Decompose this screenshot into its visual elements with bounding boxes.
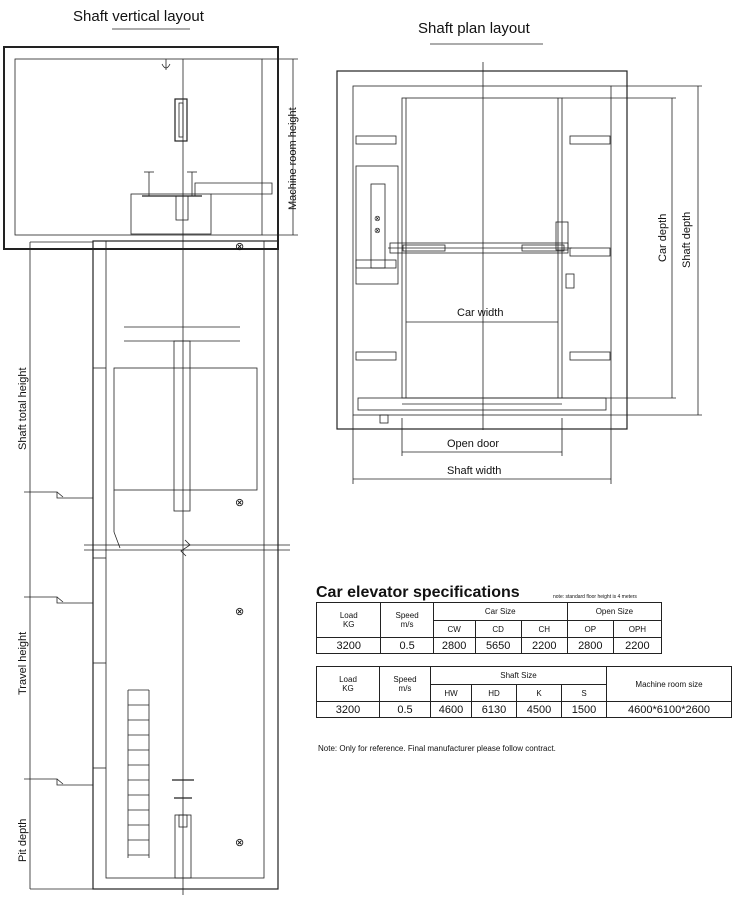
shaft-light-icon: ⊗: [235, 837, 244, 849]
landing-floor-3-break: [56, 778, 64, 785]
shaft-light-icon: ⊗: [235, 241, 244, 253]
ch-value: 2200: [520, 637, 568, 654]
oph-header: OPH: [612, 620, 663, 638]
cw-header: CW: [432, 620, 476, 638]
machine-base: [130, 193, 212, 235]
shaft-load-label: Load: [339, 675, 357, 684]
pit-depth-label: Pit depth: [17, 819, 29, 862]
spec-note-floor-height: note: standard floor height is 4 meters: [553, 594, 637, 600]
car-width-label: Car width: [457, 307, 503, 319]
s-header: S: [561, 684, 607, 702]
shaft-light-icon: ⊗: [235, 497, 244, 509]
vertical-layout-title: Shaft vertical layout: [73, 8, 205, 25]
rail-bracket-right: [569, 135, 611, 361]
plan-inner-wall: [352, 85, 612, 416]
plan-layout-diagram: Shaft plan layout ⊗ ⊗: [336, 20, 702, 484]
shaft-speed-label: Speed: [393, 675, 417, 684]
hw-value: 4600: [430, 701, 472, 718]
shaft-total-height-label: Shaft total height: [17, 367, 29, 450]
shaft-speed-value: 0.5: [379, 701, 431, 718]
oph-value: 2200: [612, 637, 663, 654]
travel-height-label: Travel height: [17, 632, 29, 695]
landing-floor-1-break: [56, 491, 64, 498]
shaft-load-value: 3200: [316, 701, 380, 718]
shaft-light-icon: ⊗: [235, 606, 244, 618]
shaft-inner-wall: [105, 240, 265, 879]
cw-value: 2800: [432, 637, 476, 654]
plan-sill-block: [379, 414, 389, 424]
load-unit: KG: [342, 620, 355, 629]
landing-floor-3: [24, 778, 93, 786]
machine-room-size-header: Machine room size: [606, 666, 732, 702]
pit-buffer-head: [178, 814, 188, 828]
shaft-width-label: Shaft width: [447, 465, 501, 477]
load-label: Load: [339, 611, 358, 620]
shaft-outer-wall: [92, 240, 279, 890]
op-value: 2800: [566, 637, 614, 654]
car-size-header: Car Size: [432, 602, 568, 621]
plan-left-counterweight-frame: [355, 165, 399, 285]
plan-counterweight-block: [402, 244, 446, 252]
spec-title: Car elevator specifications: [316, 584, 520, 601]
plan-layout-title: Shaft plan layout: [418, 20, 531, 37]
shaft-specs-table: Load KG Speed m/s Shaft Size Machine roo…: [316, 666, 732, 718]
machine-room-size-value: 4600*6100*2600: [606, 701, 732, 718]
shaft-size-header: Shaft Size: [430, 666, 607, 685]
vertical-layout-diagram: Shaft vertical layout Machine room heigh…: [3, 8, 299, 895]
traction-sheave: [175, 195, 189, 221]
op-header: OP: [566, 620, 614, 638]
plan-door-sill: [357, 397, 607, 411]
cd-value: 5650: [474, 637, 522, 654]
speed-unit: m/s: [400, 620, 414, 629]
plan-counterweight-block: [521, 244, 565, 252]
car-speed-value: 0.5: [380, 637, 434, 654]
machine-room-inner-wall: [14, 58, 263, 236]
speed-header: Speed m/s: [380, 602, 434, 638]
k-value: 4500: [516, 701, 562, 718]
cd-header: CD: [474, 620, 522, 638]
counterweight-frame: [173, 340, 191, 512]
rail-bracket-left: [355, 135, 397, 361]
open-door-label: Open door: [447, 438, 499, 450]
hw-header: HW: [430, 684, 472, 702]
shaft-load-unit: KG: [342, 684, 354, 693]
machine-room-outer-wall: [3, 46, 279, 250]
s-value: 1500: [561, 701, 607, 718]
ch-header: CH: [520, 620, 568, 638]
controller-cabinet-inner: [178, 102, 184, 138]
shaft-speed-unit: m/s: [398, 684, 412, 693]
plan-rail-block: [555, 221, 569, 251]
elevator-car: [113, 367, 258, 491]
load-header: Load KG: [315, 602, 382, 638]
hd-header: HD: [471, 684, 517, 702]
break-symbol: [180, 539, 191, 557]
car-apron-slope: [113, 531, 121, 549]
shaft-load-header: Load KG: [316, 666, 380, 702]
pulley-icon: ⊗: [374, 214, 381, 223]
landing-floor-2: [24, 596, 93, 604]
speed-label: Speed: [395, 611, 419, 620]
landing-floor-2-break: [56, 596, 64, 603]
plan-outer-wall: [336, 70, 628, 430]
open-size-header: Open Size: [566, 602, 663, 621]
shaft-speed-header: Speed m/s: [379, 666, 431, 702]
footer-note: Note: Only for reference. Final manufact…: [318, 744, 556, 753]
hd-value: 6130: [471, 701, 517, 718]
hoist-hook: [161, 63, 171, 69]
car-load-value: 3200: [315, 637, 382, 654]
pulley-icon: ⊗: [374, 226, 381, 235]
car-specs-table: Load KG Speed m/s Car Size Open Size CW …: [315, 602, 663, 654]
controller-cabinet: [174, 98, 188, 142]
car-depth-label: Car depth: [657, 214, 669, 262]
machine-room-beam: [194, 182, 273, 196]
landing-floor-1: [24, 491, 93, 499]
plan-rail-small-block: [565, 273, 575, 289]
shaft-depth-label: Shaft depth: [681, 212, 693, 268]
pit-ladder: [127, 689, 150, 858]
k-header: K: [516, 684, 562, 702]
machine-room-height-label: Machine room height: [287, 107, 299, 210]
